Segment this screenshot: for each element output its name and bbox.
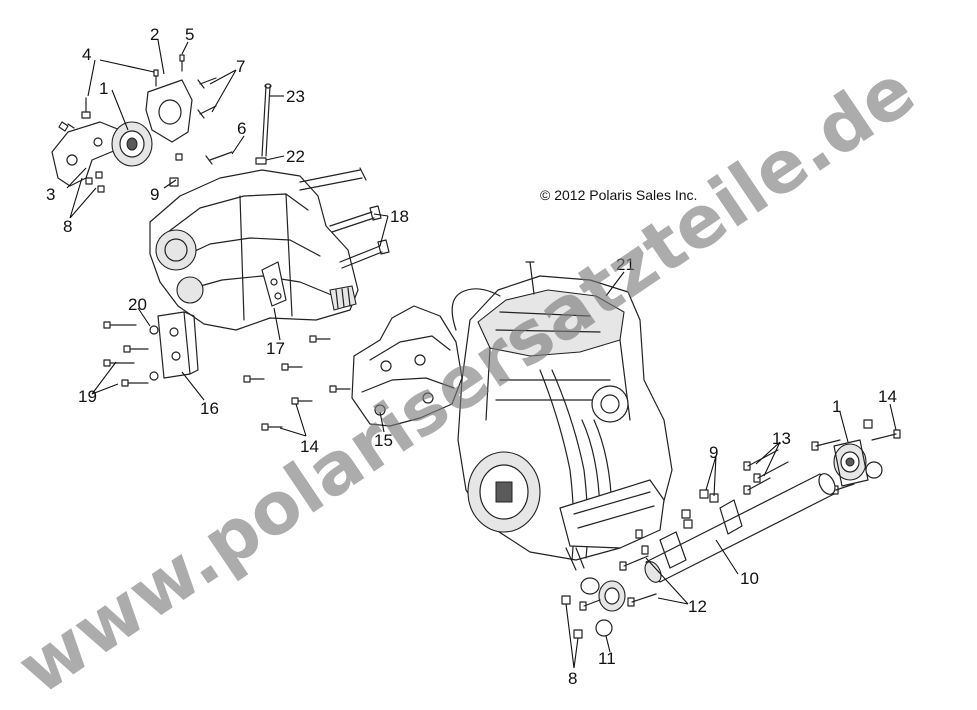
callout-label: 18 [390, 207, 409, 226]
callout-label: 15 [374, 431, 393, 450]
long-bolts-18 [329, 205, 390, 269]
pin-23-22 [255, 83, 272, 165]
callout-label: 16 [200, 399, 219, 418]
copyright-text: © 2012 Polaris Sales Inc. [540, 187, 697, 203]
engine-assembly [451, 261, 673, 571]
callout-label: 14 [878, 387, 897, 406]
callout-label: 12 [688, 597, 707, 616]
callout-labels: 1 2 3 4 5 6 7 8 9 23 22 18 20 19 16 17 1… [46, 25, 897, 688]
callout-label: 7 [236, 57, 245, 76]
callout-label: 5 [185, 25, 194, 44]
callout-label: 1 [832, 397, 841, 416]
bracket-16-group [103, 311, 199, 387]
callout-label: 20 [128, 295, 147, 314]
leader-lines [66, 39, 897, 669]
callout-label: 14 [300, 437, 319, 456]
callout-label: 17 [266, 339, 285, 358]
callout-label: 1 [99, 79, 108, 98]
callout-label: 3 [46, 185, 55, 204]
callout-label: 13 [772, 429, 791, 448]
callout-label: 4 [82, 45, 91, 64]
callout-label: 11 [598, 649, 616, 668]
callout-label: 23 [286, 87, 305, 106]
callout-label: 8 [63, 217, 72, 236]
callout-label: 19 [78, 387, 97, 406]
callout-label: 10 [740, 569, 759, 588]
transmission-assembly [149, 167, 367, 331]
front-mount-bracket-group [51, 54, 233, 193]
callout-label: 8 [568, 669, 577, 688]
callout-label: 22 [286, 147, 305, 166]
right-mount-tube-group [561, 419, 901, 639]
callout-label: 21 [616, 255, 635, 274]
callout-label: 6 [237, 119, 246, 138]
callout-label: 9 [150, 185, 159, 204]
bolts-14-left [243, 335, 351, 431]
callout-label: 9 [709, 443, 718, 462]
callout-label: 2 [150, 25, 159, 44]
